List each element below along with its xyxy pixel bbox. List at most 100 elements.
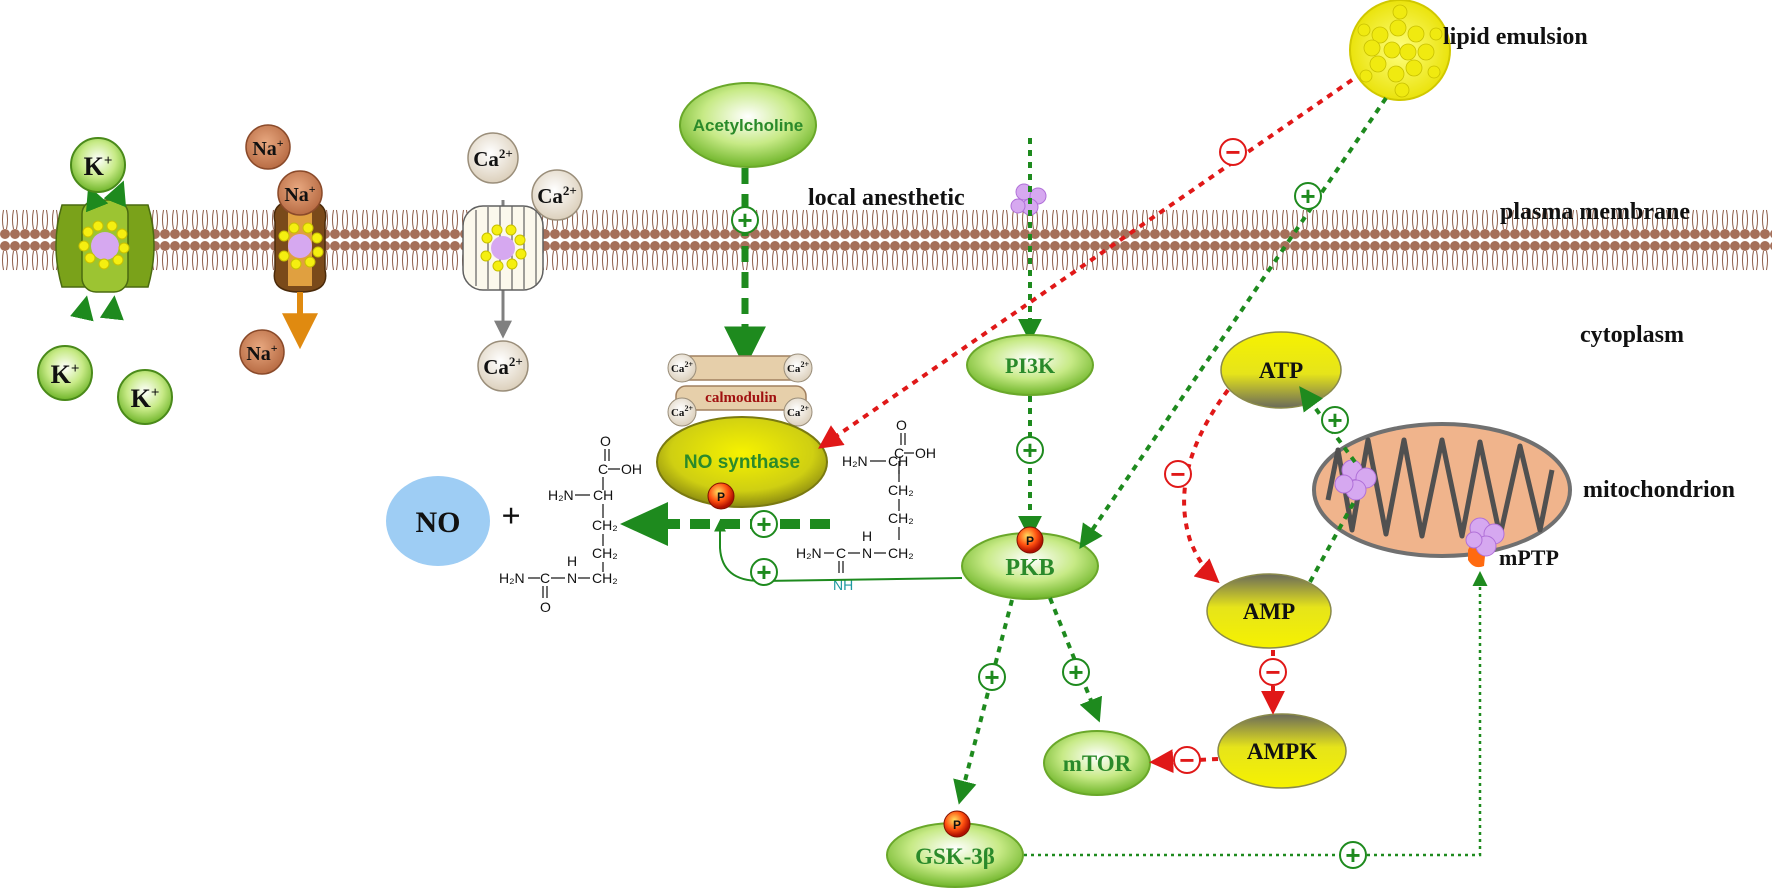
phosphate-badge: P [943,810,971,838]
inhibition-sign: − [1164,459,1192,489]
plus-symbol: + [737,205,752,235]
calcium-ion-small: Ca2+ [783,397,813,427]
mtor-label: mTOR [1063,751,1132,776]
acetylcholine-label: Acetylcholine [693,116,804,135]
activation-sign: + [731,205,759,235]
no-synthase-node: NO synthase [656,416,828,508]
amp-to-mito-activation [1308,499,1357,583]
plus-symbol: + [1022,435,1037,465]
pi3k-label: PI3K [1005,353,1055,378]
svg-text:Na+: Na+ [246,341,277,365]
chem-atom: C [836,545,846,561]
svg-text:Ca2+: Ca2+ [671,360,693,375]
activation-sign: + [750,557,778,587]
calcium-ion: Ca2+ [531,169,583,221]
activation-sign: + [1339,840,1367,870]
plus-symbol: + [984,662,999,692]
minus-symbol: − [1170,459,1185,489]
ion-charge: + [277,136,284,150]
ion-charge: 2+ [509,354,523,369]
chem-atom: O [896,417,907,433]
ion-label: Na [284,184,308,206]
activation-sign: + [978,662,1006,692]
calcium-ion: Ca2+ [467,132,519,184]
ion-label: K [84,152,105,181]
ion-charge: 2+ [800,360,809,369]
ion-label: Ca [787,363,801,375]
ion-label: Ca [473,147,499,171]
svg-text:K+: K+ [84,152,113,181]
ion-label: Na [246,343,270,365]
mitochondrion-label: mitochondrion [1583,477,1735,503]
calmodulin-complex: calmodulin Ca2+ Ca2+ Ca2+ Ca2+ [667,353,813,427]
potassium-channel [55,180,155,322]
amp-label: AMP [1243,599,1295,624]
chem-atom: C [894,445,904,461]
local-anesthetic-label: local anesthetic [808,185,965,211]
calcium-channel [462,200,544,339]
activation-sign: + [1062,657,1090,687]
ion-label: Ca [671,407,685,419]
gsk3b-to-mptp-activation [1024,571,1488,857]
svg-text:Ca2+: Ca2+ [473,146,513,171]
acetylcholine-node: Acetylcholine [679,82,817,168]
plasma-membrane-label: plasma membrane [1500,199,1690,225]
arginine-structure: O C OH H₂N CH CH₂ CH₂ CH₂ N H C H₂N NH [796,417,936,593]
phosphate-label: P [1026,534,1034,548]
no-plus-sign: + [501,498,520,535]
plus-symbol: + [1327,405,1342,435]
ion-charge: + [271,341,278,355]
pi3k-node: PI3K [966,334,1094,396]
no-label: NO [416,506,461,539]
chem-atom: CH₂ [592,517,618,533]
cytoplasm-label: cytoplasm [1580,322,1684,348]
ion-label: Na [252,138,276,160]
lipid-emulsion-label: lipid emulsion [1443,24,1588,50]
sodium-ion: Na+ [277,170,323,216]
ion-charge: + [151,385,160,401]
svg-text:Na+: Na+ [284,182,315,206]
phosphate-badge: P [1016,526,1044,554]
gsk3b-label: GSK-3β [915,844,995,869]
pkb-label: PKB [1005,555,1054,581]
chem-atom: CH [593,487,613,503]
chem-atom: H [862,528,872,544]
citrulline-structure: O C OH H₂N CH CH₂ CH₂ CH₂ N H C H₂N O [499,433,642,615]
minus-symbol: − [1179,745,1194,775]
sodium-channel [273,182,327,350]
atp-label: ATP [1259,358,1303,383]
svg-text:Ca2+: Ca2+ [787,404,809,419]
chem-atom: CH₂ [888,545,914,561]
pkb-to-mtor-activation [1048,597,1103,723]
ion-charge: 2+ [684,404,693,413]
calcium-ion-small: Ca2+ [667,353,697,383]
local-anesthetic-molecule [1010,183,1047,216]
ion-label: Ca [483,355,509,379]
activation-sign: + [1016,435,1044,465]
no-synthase-label: NO synthase [684,452,800,473]
sodium-ion: Na+ [239,329,285,375]
chem-atom: CH [888,453,908,469]
mptp-pore [1465,517,1505,568]
local-anesthetic-molecule [1334,459,1377,501]
chem-atom: N [862,545,872,561]
phosphate-label: P [953,818,961,832]
mptp-label: mPTP [1499,545,1559,570]
no-synthesis-arrowhead [620,502,668,546]
ion-label: Ca [671,363,685,375]
ion-label: K [131,384,152,413]
ion-charge: + [309,182,316,196]
svg-text:Ca2+: Ca2+ [537,183,577,208]
inhibition-sign: − [1173,745,1201,775]
chem-atom: CH₂ [592,570,618,586]
chem-atom: H [567,553,577,569]
ion-charge: 2+ [563,183,577,198]
svg-text:Ca2+: Ca2+ [787,360,809,375]
ion-label: K [51,360,72,389]
chem-atom: N [567,570,577,586]
atp-node: ATP [1220,331,1342,409]
svg-text:Na+: Na+ [252,136,283,160]
svg-text:K+: K+ [131,384,160,413]
calmodulin-label: calmodulin [705,390,777,406]
